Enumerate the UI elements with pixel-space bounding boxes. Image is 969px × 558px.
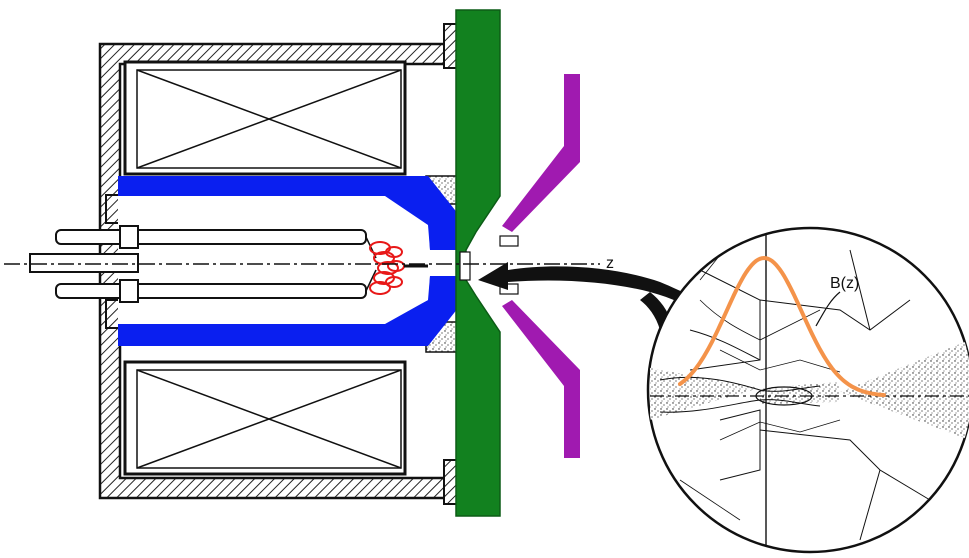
magnified-inset: B(z): [646, 226, 969, 554]
field-label: B(z): [830, 275, 859, 292]
aperture-electrode: [499, 74, 580, 458]
upper-coil-winding: [123, 60, 407, 176]
heater-filament: [369, 241, 405, 295]
lower-coil-winding: [123, 360, 407, 476]
zoom-pointer-arrow: [478, 262, 710, 318]
field-profile-curve: [678, 255, 886, 398]
field-label-leader: [815, 291, 841, 327]
cathode-rods: [29, 225, 377, 303]
axis-label: z: [606, 255, 614, 272]
